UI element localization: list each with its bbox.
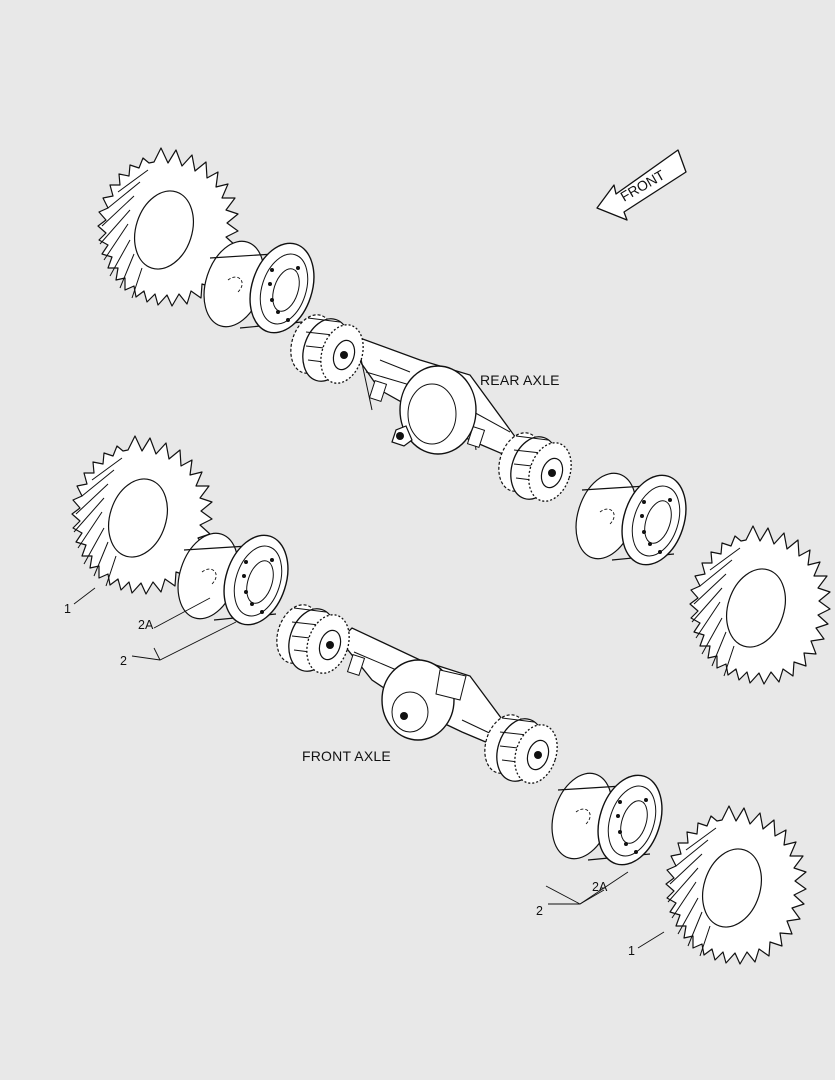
front-axle-label: FRONT AXLE bbox=[302, 748, 391, 764]
callout-2-left: 2 bbox=[120, 654, 127, 668]
front-axle-housing bbox=[339, 627, 511, 749]
leader-lines bbox=[73, 587, 665, 949]
rear-right-wheel bbox=[565, 464, 698, 574]
rear-axle-housing bbox=[351, 337, 517, 459]
front-right-tire bbox=[665, 805, 807, 965]
rear-right-tire bbox=[689, 525, 831, 685]
callout-2a-right: 2A bbox=[592, 880, 608, 894]
callout-2a-left: 2A bbox=[138, 618, 154, 632]
callout-1-right: 1 bbox=[628, 944, 635, 958]
front-arrow-icon: FRONT bbox=[596, 149, 687, 221]
callout-1-left: 1 bbox=[64, 602, 71, 616]
front-left-hub bbox=[269, 598, 357, 680]
callout-2-right: 2 bbox=[536, 904, 543, 918]
front-right-wheel bbox=[541, 764, 674, 874]
rear-axle-label: REAR AXLE bbox=[480, 372, 560, 388]
